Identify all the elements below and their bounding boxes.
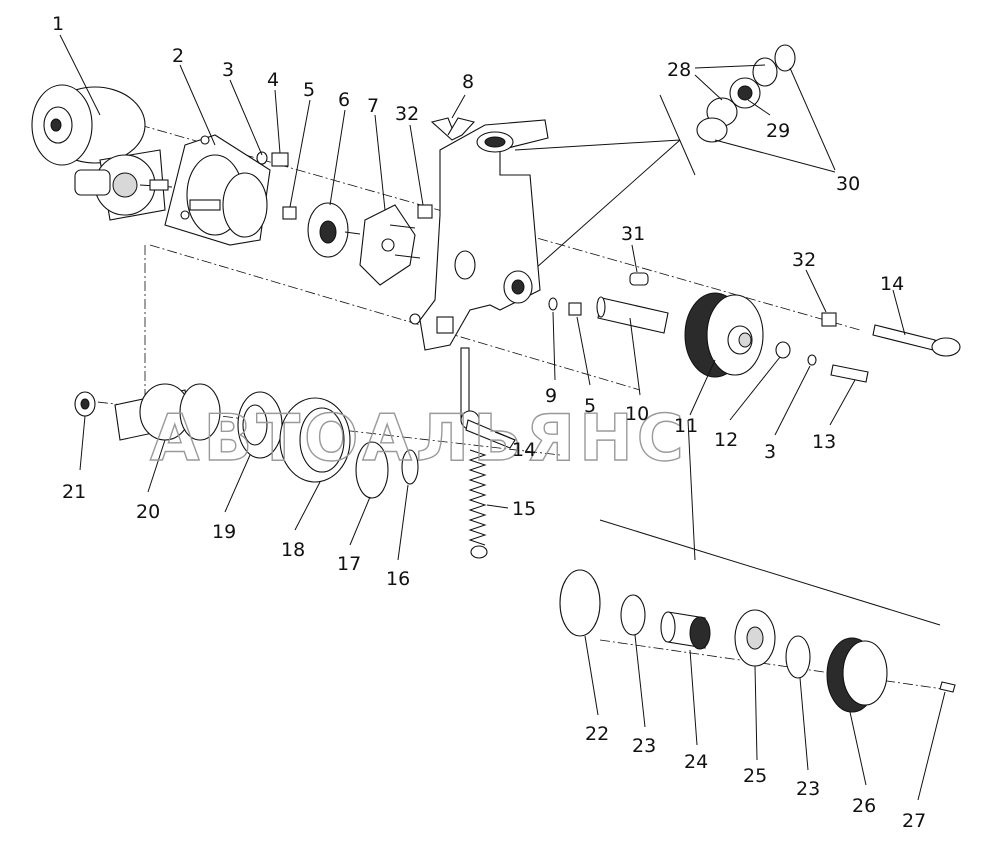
callout-10: 10 [625, 403, 649, 425]
callout-17: 17 [337, 553, 361, 575]
pin-disc [359, 204, 421, 286]
callout-14-right: 14 [880, 273, 904, 295]
callout-12: 12 [714, 429, 738, 451]
callout-5-mid: 5 [584, 395, 596, 417]
wing-nut [430, 117, 476, 141]
callout-7: 7 [367, 95, 379, 117]
flange-plate [164, 134, 271, 246]
nut-upper [417, 204, 433, 219]
callout-15: 15 [512, 498, 536, 520]
callout-26: 26 [852, 795, 876, 817]
callout-6: 6 [338, 89, 350, 111]
callout-32-right: 32 [792, 249, 816, 271]
callout-3-right: 3 [764, 441, 776, 463]
callout-19: 19 [212, 521, 236, 543]
right-fasteners [775, 312, 961, 383]
callout-16: 16 [386, 568, 410, 590]
callout-29: 29 [766, 120, 790, 142]
callout-13: 13 [812, 431, 836, 453]
callout-3: 3 [222, 59, 234, 81]
callout-21: 21 [62, 481, 86, 503]
bearing-set [696, 44, 796, 143]
callout-11: 11 [674, 415, 698, 437]
callout-27: 27 [902, 810, 926, 832]
callout-18: 18 [281, 539, 305, 561]
callout-1: 1 [52, 13, 64, 35]
bearing-housing [307, 202, 361, 258]
callout-23-left: 23 [632, 735, 656, 757]
callout-2: 2 [172, 45, 184, 67]
watermark: АВТОАЛЬЯНС [150, 402, 688, 476]
mounting-bracket [409, 119, 549, 351]
nut [282, 206, 297, 220]
motor [31, 84, 173, 221]
callout-labels: 1 2 3 4 5 6 7 32 8 28 29 30 31 32 14 9 5… [52, 13, 926, 832]
lower-right-assembly [559, 569, 956, 713]
callout-9: 9 [545, 385, 557, 407]
callout-5: 5 [303, 79, 315, 101]
callout-14-mid: 14 [512, 439, 536, 461]
middle-washer-nut [548, 297, 582, 316]
callout-23-right: 23 [796, 778, 820, 800]
callout-20: 20 [136, 501, 160, 523]
sprocket-wheel [684, 292, 764, 378]
callout-32-top: 32 [395, 103, 419, 125]
callout-28: 28 [667, 59, 691, 81]
key-and-shaft [596, 272, 669, 334]
callout-31: 31 [621, 223, 645, 245]
leader-lines [59, 34, 946, 801]
lower-left-assembly [74, 383, 419, 499]
callout-24: 24 [684, 751, 708, 773]
callout-8: 8 [462, 71, 474, 93]
callout-4: 4 [267, 69, 279, 91]
callout-30: 30 [836, 173, 860, 195]
callout-25: 25 [743, 765, 767, 787]
callout-22: 22 [585, 723, 609, 745]
tension-spring [460, 347, 516, 559]
